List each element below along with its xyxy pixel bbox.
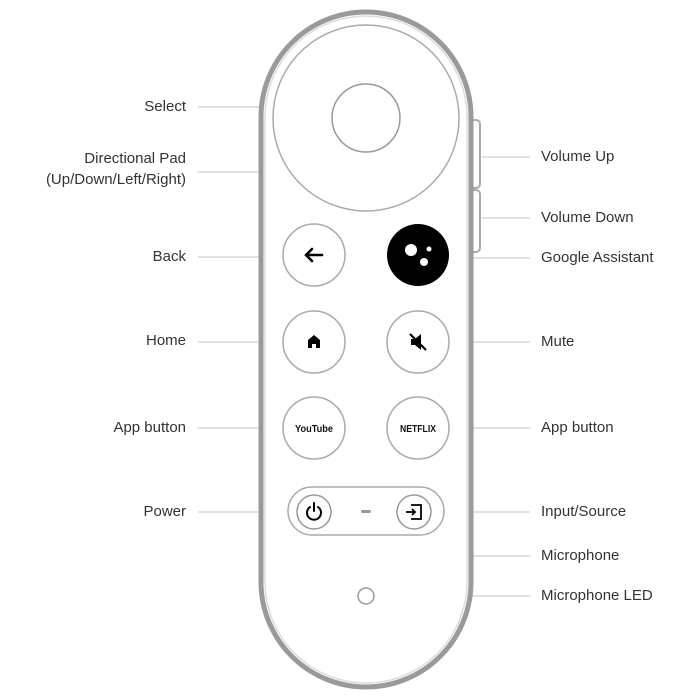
microphone-led <box>357 587 375 605</box>
label-select: Select <box>144 98 186 115</box>
label-mic-led: Microphone LED <box>541 587 653 604</box>
label-volume-up: Volume Up <box>541 148 615 165</box>
youtube-button[interactable]: YouTube <box>282 396 346 460</box>
label-microphone: Microphone <box>541 547 620 564</box>
label-home: Home <box>145 332 186 349</box>
power-icon <box>306 502 322 521</box>
netflix-label: NETFLIX <box>400 424 436 435</box>
input-source-icon <box>406 504 422 520</box>
label-assistant: Google Assistant <box>541 249 654 266</box>
label-dpad-1: Directional Pad <box>84 150 186 167</box>
back-button[interactable] <box>282 223 346 287</box>
label-input: Input/Source <box>541 503 627 520</box>
label-dpad-2: (Up/Down/Left/Right) <box>45 171 186 188</box>
google-assistant-icon <box>405 244 432 266</box>
mute-icon <box>409 333 427 351</box>
home-button[interactable] <box>282 310 346 374</box>
microphone <box>361 510 371 513</box>
label-app-left: App button <box>113 419 186 436</box>
power-button[interactable] <box>296 494 332 530</box>
input-source-button[interactable] <box>396 494 432 530</box>
label-back: Back <box>152 248 186 265</box>
mute-button[interactable] <box>386 310 450 374</box>
label-power: Power <box>143 503 186 520</box>
arrow-left-icon <box>304 247 324 263</box>
label-mute: Mute <box>541 333 575 350</box>
label-app-right: App button <box>541 419 614 436</box>
select-button[interactable] <box>331 83 401 153</box>
youtube-label: YouTube <box>295 423 333 435</box>
google-assistant-button[interactable] <box>387 224 449 286</box>
home-icon <box>308 335 320 348</box>
netflix-button[interactable]: NETFLIX <box>386 396 450 460</box>
label-volume-down: Volume Down <box>541 209 634 226</box>
